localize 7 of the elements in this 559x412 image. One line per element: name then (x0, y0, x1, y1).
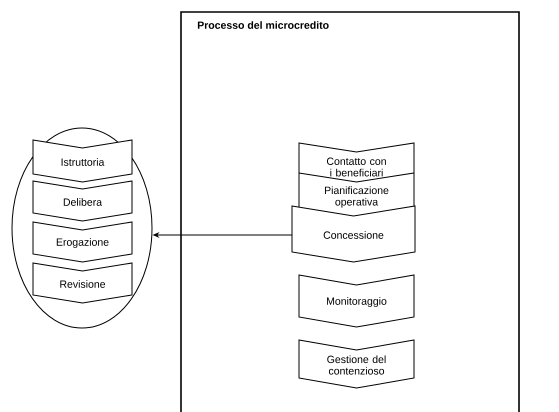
ellipse (12, 128, 152, 328)
chevron-box: Revisione (32, 262, 132, 304)
chevron-box: Istruttoria (32, 139, 132, 182)
chevron-box: Erogazione (32, 221, 132, 262)
chevron-box: Gestione del contenzioso (298, 339, 414, 388)
chevron-box: Monitoraggio (298, 274, 414, 328)
chevron-box: Delibera (32, 180, 132, 222)
